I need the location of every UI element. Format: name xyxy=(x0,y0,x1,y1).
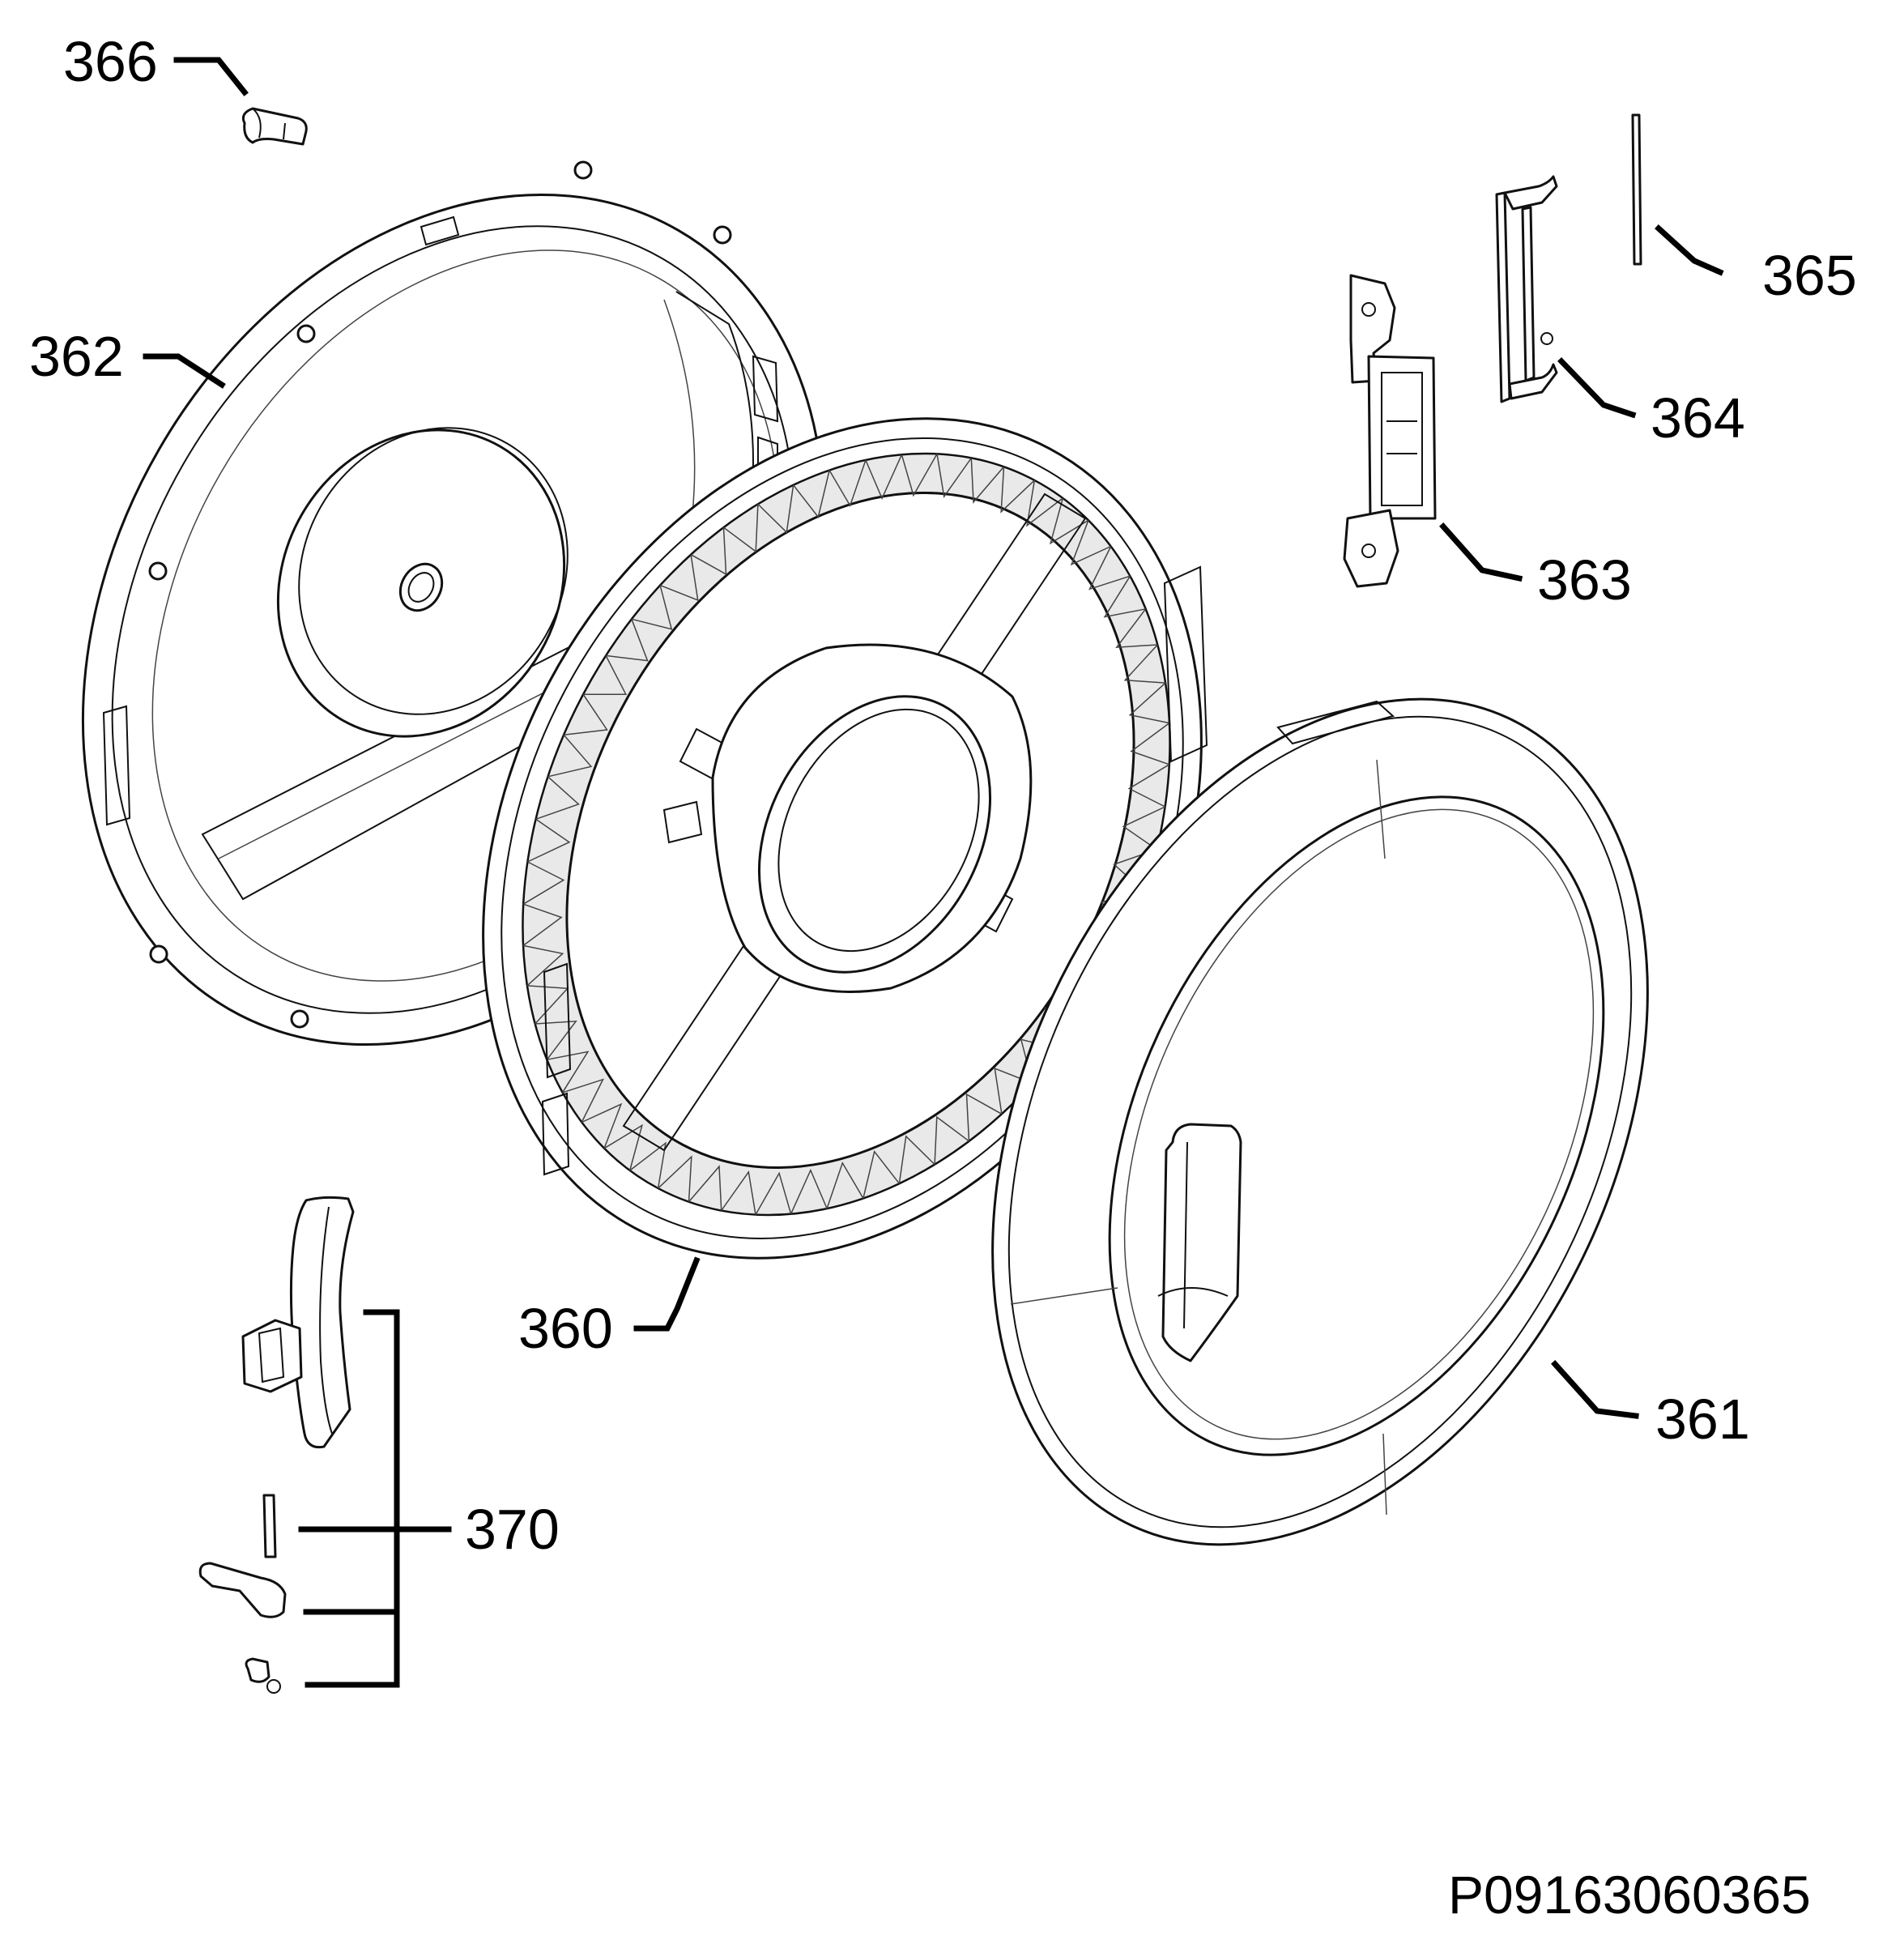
leader-362 xyxy=(143,353,226,389)
document-id: P09163060365 xyxy=(1448,1865,1811,1925)
part-364-bracket xyxy=(1495,175,1558,403)
leader-366 xyxy=(173,57,249,96)
label-361: 361 xyxy=(1655,1388,1750,1451)
label-360: 360 xyxy=(518,1297,613,1360)
callout-labels: 366 362 365 364 363 360 361 370 xyxy=(29,30,1857,1561)
leader-363 xyxy=(1439,522,1523,582)
leader-lines xyxy=(143,57,1724,1688)
label-362: 362 xyxy=(29,325,124,388)
leader-360 xyxy=(633,1256,701,1332)
label-366: 366 xyxy=(63,30,158,93)
leader-365 xyxy=(1655,224,1724,276)
label-363: 363 xyxy=(1537,548,1632,612)
label-365: 365 xyxy=(1762,244,1857,307)
part-365-pin xyxy=(1631,113,1642,266)
label-364: 364 xyxy=(1651,386,1745,450)
part-361-front-ring xyxy=(991,697,1649,1546)
part-370-handle-kit xyxy=(198,1196,355,1694)
label-370: 370 xyxy=(465,1498,560,1561)
leader-361 xyxy=(1551,1360,1639,1419)
part-360-inner-frame xyxy=(482,417,1208,1260)
part-363-hinge xyxy=(1343,274,1437,588)
leader-364 xyxy=(1557,357,1637,419)
part-366-cap xyxy=(241,107,308,146)
leader-370-bracket xyxy=(305,1309,400,1688)
